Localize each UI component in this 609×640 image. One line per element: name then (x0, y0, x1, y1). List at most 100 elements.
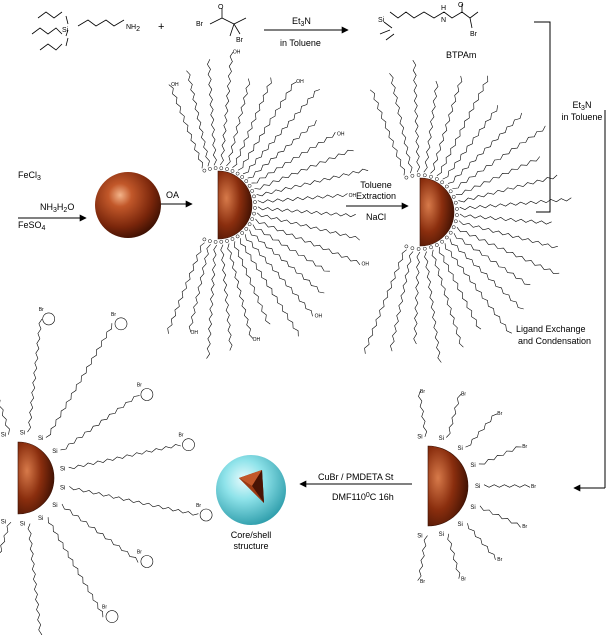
br-label: Br (522, 444, 527, 450)
linker-chain (479, 505, 521, 528)
br-label: Br (179, 433, 184, 439)
polymer-chain (45, 323, 113, 438)
si-label: Si (20, 430, 25, 436)
br-label: Br (461, 392, 466, 398)
oh-label: OH (296, 79, 304, 85)
alkyl-chain (257, 193, 348, 204)
polymer-chain (27, 523, 43, 640)
br-label: Br (420, 389, 425, 395)
half-particle (427, 445, 469, 527)
label-structure: structure (233, 541, 269, 551)
alkyl-chain (249, 229, 325, 294)
alkyl-chain (455, 156, 541, 196)
alkyl-chain (233, 241, 271, 325)
si-label: Si (60, 466, 65, 472)
alkyl-chain (206, 244, 218, 359)
phenyl-ring (42, 312, 56, 326)
label-condensation: and Condensation (518, 336, 592, 346)
o-ring (404, 175, 409, 180)
linker-chain (465, 413, 498, 448)
o-ring (240, 231, 245, 235)
alkyl-chain (247, 119, 317, 179)
label-fecl3: FeCl3 (18, 170, 41, 182)
label-btpam: BTPAm (446, 50, 477, 60)
o-ring (448, 189, 453, 194)
o-ring (434, 243, 439, 247)
alkyl-chain (390, 251, 414, 352)
o-ring (250, 217, 255, 221)
phenyl-ring (140, 555, 154, 568)
label-br-alkyl: Br (236, 37, 243, 44)
label-in-toluene-right: in Toluene (561, 112, 603, 122)
si-label: Si (470, 463, 475, 469)
o-ring (219, 166, 224, 171)
linker-chain (417, 535, 428, 581)
o-ring (416, 247, 421, 251)
o-ring (250, 189, 255, 193)
linker-chain (483, 484, 531, 488)
o-ring (453, 200, 458, 205)
o-ring (434, 177, 439, 181)
polymer-chain (69, 486, 199, 516)
label-n-btpam: N (441, 17, 447, 24)
oh-label: OH (315, 313, 323, 319)
o-ring (429, 174, 433, 179)
bracket-right (534, 21, 551, 213)
alkyl-chain (364, 249, 407, 354)
si-label: Si (458, 446, 463, 452)
alkyl-chain (256, 212, 360, 241)
o-ring (247, 183, 252, 188)
alkyl-chain (423, 80, 439, 173)
o-ring (404, 244, 409, 249)
o-ring (225, 167, 229, 171)
alkyl-chain (219, 51, 234, 166)
aminopropyl-triethoxysilane (31, 11, 125, 51)
alkyl-chain (240, 238, 299, 337)
si-label: Si (475, 484, 480, 490)
o-ring (253, 206, 257, 210)
o-ring (202, 168, 207, 173)
o-ring (208, 239, 212, 243)
label-br-btpam: Br (470, 31, 477, 38)
label-cubr-pmdeta: CuBr / PMDETA St (318, 472, 394, 482)
toluene-particle (364, 60, 572, 363)
polymer-chain (61, 503, 139, 563)
alkyl-chain (389, 73, 413, 174)
o-ring (225, 239, 229, 243)
br-label: Br (137, 383, 142, 389)
br-label: Br (196, 503, 201, 509)
o-ring (410, 173, 415, 178)
linker-chain (418, 390, 428, 437)
o-ring (444, 184, 449, 189)
br-label: Br (39, 307, 44, 313)
alkyl-chain (207, 59, 217, 166)
alkyl-chain (188, 244, 211, 333)
o-ring (244, 227, 249, 231)
br-label: Br (111, 312, 116, 318)
btpam-structure (379, 4, 479, 41)
alkyl-chain (227, 243, 254, 339)
half-particle (217, 170, 253, 240)
si-label: Si (52, 503, 57, 509)
o-ring (230, 169, 235, 173)
br-label: Br (137, 550, 142, 556)
si-label: Si (458, 522, 463, 528)
polymer-chain (27, 318, 43, 433)
alkyl-chain (458, 174, 558, 203)
alkyl-chain (244, 234, 313, 317)
o-ring (202, 237, 207, 242)
br-label: Br (102, 605, 107, 611)
o-ring (240, 175, 245, 179)
o-ring (451, 194, 456, 199)
phenyl-ring (199, 508, 213, 522)
alkyl-chain (256, 168, 369, 197)
alkyl-chain (431, 249, 464, 348)
label-extraction: Extraction (355, 191, 397, 201)
label-in-toluene-top: in Toluene (280, 38, 321, 48)
o-ring (213, 240, 218, 244)
alkyl-chain (232, 77, 272, 168)
phenyl-ring (105, 610, 119, 623)
br-label: Br (531, 484, 536, 490)
